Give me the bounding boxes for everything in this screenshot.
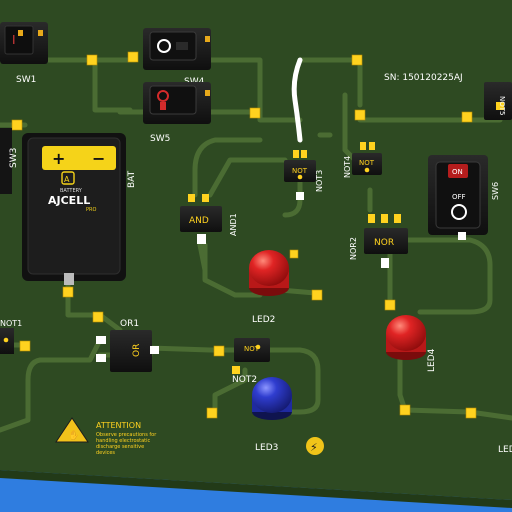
sw6-off-text: OFF <box>452 193 466 201</box>
not4-chip-text: NOT <box>359 159 375 167</box>
battery-bat[interactable]: + − A BATTERY AJCELL PRO BAT <box>22 133 137 285</box>
battery-logo-icon: A <box>64 175 70 184</box>
gate-not5-partial[interactable]: NOT5 <box>484 82 512 120</box>
or1-label: OR1 <box>120 319 139 329</box>
gate-not3[interactable]: NOT NOT3 <box>284 150 324 200</box>
attention-line3: discharge sensitive <box>96 444 144 450</box>
switch-sw3[interactable]: SW3 <box>0 128 19 194</box>
led2-label: LED2 <box>252 315 275 325</box>
not2-chip-text: NOT <box>244 345 260 353</box>
attention-line4: devices <box>96 450 115 456</box>
gate-not1[interactable]: NOT1 <box>0 319 22 354</box>
not1-label: NOT1 <box>0 319 22 328</box>
switch-pins <box>205 36 210 96</box>
sw6-label: SW6 <box>491 182 500 200</box>
led-led3[interactable]: LED3 ⚡ <box>252 377 324 455</box>
sw1-pins <box>18 30 43 36</box>
pcb-board <box>0 0 512 500</box>
switch-sw4[interactable]: SW4 <box>143 28 211 87</box>
attention-line1: Observe precautions for <box>96 432 157 438</box>
lightning-icon <box>306 437 324 455</box>
attention-line2: handling electrostatic <box>96 438 151 444</box>
gate-and1[interactable]: AND AND1 <box>180 194 238 244</box>
battery-minus: − <box>92 149 105 168</box>
battery-label: BAT <box>127 170 137 188</box>
gate-not2[interactable]: NOT NOT2 <box>232 338 270 385</box>
gate-nor2[interactable]: NOR NOR2 <box>349 214 408 268</box>
switch-sw5[interactable]: SW5 <box>143 82 211 144</box>
nor2-label: NOR2 <box>349 237 358 260</box>
esd-warning: ✋ ATTENTION Observe precautions for hand… <box>55 417 157 456</box>
led-led4[interactable]: LED4 <box>386 315 437 372</box>
attention-title: ATTENTION <box>96 421 141 430</box>
esd-warning-icon <box>55 417 89 443</box>
battery-brand-sub: PRO <box>86 207 96 213</box>
sw6-on-text: ON <box>452 168 463 176</box>
led-led2[interactable]: LED2 <box>249 250 289 325</box>
battery-brand: AJCELL <box>48 194 90 207</box>
not4-label: NOT4 <box>343 156 352 178</box>
sw5-label: SW5 <box>150 134 170 144</box>
not3-chip-text: NOT <box>292 167 308 175</box>
led5-label: LED <box>498 445 512 455</box>
sw3-label: SW3 <box>9 148 19 168</box>
or1-chip-text: OR <box>132 344 142 357</box>
svg-text:I: I <box>12 33 16 47</box>
battery-plus: + <box>52 149 65 168</box>
battery-brand-top: BATTERY <box>60 188 83 194</box>
esd-hand-glyph: ✋ <box>68 429 79 441</box>
gate-not4[interactable]: NOT NOT4 <box>343 142 382 178</box>
switch-sw6[interactable]: ON OFF SW6 <box>428 155 500 240</box>
pcb-edge <box>0 470 512 508</box>
and1-label: AND1 <box>229 213 238 236</box>
not5-label: NOT5 <box>498 96 506 115</box>
sw1-label: SW1 <box>16 75 36 85</box>
switch-sw1[interactable]: I SW1 <box>0 22 48 85</box>
solder-pads <box>11 51 477 419</box>
led3-label: LED3 <box>255 443 278 453</box>
not3-label: NOT3 <box>315 170 324 192</box>
not2-label: NOT2 <box>232 375 257 385</box>
lightning-glyph: ⚡ <box>310 441 318 454</box>
nor2-chip-text: NOR <box>374 238 394 248</box>
jumper-wire[interactable] <box>291 57 303 143</box>
and1-chip-text: AND <box>189 216 209 226</box>
serial-number: SN: 150120225AJ <box>384 73 463 83</box>
gate-or1[interactable]: OR OR1 <box>96 319 159 372</box>
led4-label: LED4 <box>427 348 437 372</box>
